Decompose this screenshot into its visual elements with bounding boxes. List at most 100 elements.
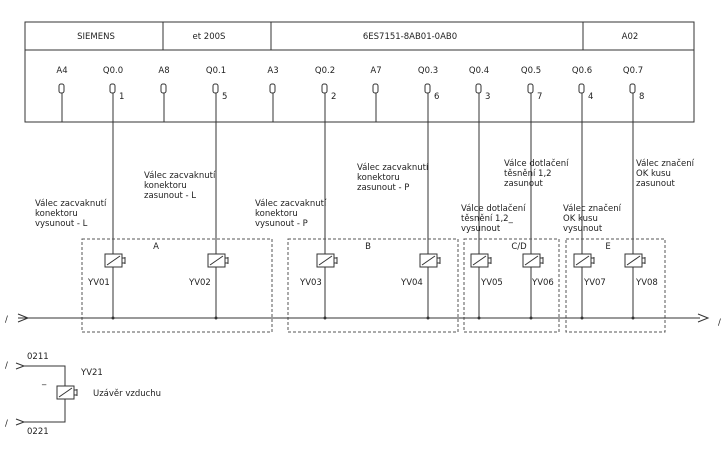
valve-descriptions: Válec zacvaknutí konektoru vysunout - L … xyxy=(35,158,697,234)
air-supply-circuit: / 0211 _ YV21 Uzávěr vzduchu / 0221 xyxy=(5,352,161,437)
terminal: Q0.3 6 xyxy=(418,66,440,102)
terminal-icon xyxy=(321,83,328,94)
terminal: A4 xyxy=(56,66,68,94)
terminal: Q0.0 1 xyxy=(103,66,125,102)
solenoid-coil: YV08 xyxy=(624,253,658,318)
module-brand: SIEMENS xyxy=(77,32,115,42)
valve-groups: A B C/D E xyxy=(81,238,666,333)
air-in-mark: / xyxy=(5,361,8,371)
terminal-number: 5 xyxy=(222,92,227,102)
junction-dot xyxy=(214,316,218,320)
wire xyxy=(24,399,66,423)
terminal-strip: A4 Q0.0 1 A8 Q0.1 5 A3 Q0.2 2 xyxy=(56,66,644,102)
valve-description: Válec zacvaknutí konektoru vysunout - P xyxy=(255,199,329,229)
valve-group-box xyxy=(565,238,666,333)
solenoid-coil: YV03 xyxy=(299,253,338,318)
output-wires xyxy=(112,93,634,254)
terminal-icon xyxy=(475,83,482,94)
terminal: A7 xyxy=(370,66,382,94)
terminal: Q0.1 5 xyxy=(206,66,228,102)
valve-label: YV07 xyxy=(583,278,606,288)
bus-arrow-in-icon xyxy=(17,313,30,323)
valve-group-box xyxy=(287,238,459,333)
valve-label: YV08 xyxy=(635,278,658,288)
air-out-mark: / xyxy=(5,419,8,429)
valve-group-box xyxy=(463,238,560,333)
return-bus: / / xyxy=(5,313,721,328)
valve-description: Válec značení OK kusu zasunout xyxy=(636,158,697,189)
valve-label: YV03 xyxy=(299,278,322,288)
junction-dot xyxy=(426,316,430,320)
terminal: A8 xyxy=(158,66,170,94)
solenoid-coil: YV06 xyxy=(522,253,554,318)
junction-dot xyxy=(477,316,481,320)
terminal: Q0.7 8 xyxy=(623,66,645,102)
valve-description: Válec zacvaknutí konektoru zasunout - P xyxy=(357,163,431,193)
terminal-icon xyxy=(109,83,116,94)
terminal-label: A7 xyxy=(370,66,381,76)
terminal-icon xyxy=(629,83,636,94)
solenoid-coil: YV07 xyxy=(573,253,606,318)
terminal-icon xyxy=(212,83,219,94)
terminal-label: Q0.2 xyxy=(315,66,335,76)
io-module: SIEMENS et 200S 6ES7151-8AB01-0AB0 A02 xyxy=(24,21,695,123)
valve-label: YV06 xyxy=(531,278,554,288)
junction-dot xyxy=(529,316,533,320)
terminal-label: Q0.0 xyxy=(103,66,123,76)
valve-description: Válec zacvaknutí konektoru zasunout - L xyxy=(144,171,218,201)
bus-mark-right: / xyxy=(718,318,721,328)
terminal-number: 2 xyxy=(331,92,336,102)
terminal-number: 6 xyxy=(434,92,439,102)
terminal-number: 8 xyxy=(639,92,644,102)
valve-label: YV01 xyxy=(87,278,110,288)
valve-label: YV02 xyxy=(188,278,211,288)
terminal-label: A8 xyxy=(158,66,169,76)
valve-description: Válec zacvaknutí konektoru vysunout - L xyxy=(35,199,109,229)
terminal-label: A3 xyxy=(267,66,278,76)
terminal-icon xyxy=(578,83,585,94)
terminal-icon xyxy=(527,83,534,94)
terminal-icon xyxy=(372,83,379,94)
valve-group-label: E xyxy=(605,242,610,252)
terminal-label: A4 xyxy=(56,66,67,76)
terminal-label: Q0.5 xyxy=(521,66,541,76)
terminal: Q0.2 2 xyxy=(315,66,337,102)
junction-dot xyxy=(111,316,115,320)
terminal-icon xyxy=(424,83,431,94)
air-in-arrow-icon xyxy=(15,362,26,370)
air-out-arrow-icon xyxy=(15,418,26,426)
solenoid-coil: YV04 xyxy=(400,253,441,318)
terminal-number: 3 xyxy=(485,92,490,102)
junction-dot xyxy=(323,316,327,320)
terminal-label: Q0.6 xyxy=(572,66,592,76)
terminal-icon xyxy=(58,83,65,94)
junction-dot xyxy=(631,316,635,320)
bus-arrow-out-icon xyxy=(697,313,710,323)
terminal-number: 4 xyxy=(588,92,593,102)
valve-group-box xyxy=(81,238,273,333)
solenoid-coils: YV01 YV02 YV03 YV04 xyxy=(87,253,658,318)
terminal: Q0.5 7 xyxy=(521,66,543,102)
valve-label: YV05 xyxy=(480,278,503,288)
terminal-icon xyxy=(160,83,167,94)
solenoid-coil: YV02 xyxy=(188,253,229,318)
valve-description: Válec značení OK kusu vysunout xyxy=(563,203,624,234)
air-out-wire-label: 0221 xyxy=(27,427,49,437)
wire xyxy=(24,365,66,386)
air-in-wire-label: 0211 xyxy=(27,352,49,362)
valve-group-label: C/D xyxy=(511,242,527,252)
module-series: et 200S xyxy=(193,32,226,42)
valve-group-label: A xyxy=(153,242,159,252)
valve-label: YV04 xyxy=(400,278,423,288)
terminal-label: Q0.3 xyxy=(418,66,438,76)
terminal-icon xyxy=(269,83,276,94)
common-leads xyxy=(61,93,377,122)
terminal-label: Q0.4 xyxy=(469,66,489,76)
valve-description: Válce dotlačení těsnění 1,2_ vysunout xyxy=(461,203,528,234)
air-dash: _ xyxy=(41,376,47,386)
bus-mark-left: / xyxy=(5,315,8,325)
module-outline xyxy=(24,21,695,123)
junction-dot xyxy=(580,316,584,320)
terminal: Q0.6 4 xyxy=(572,66,594,102)
